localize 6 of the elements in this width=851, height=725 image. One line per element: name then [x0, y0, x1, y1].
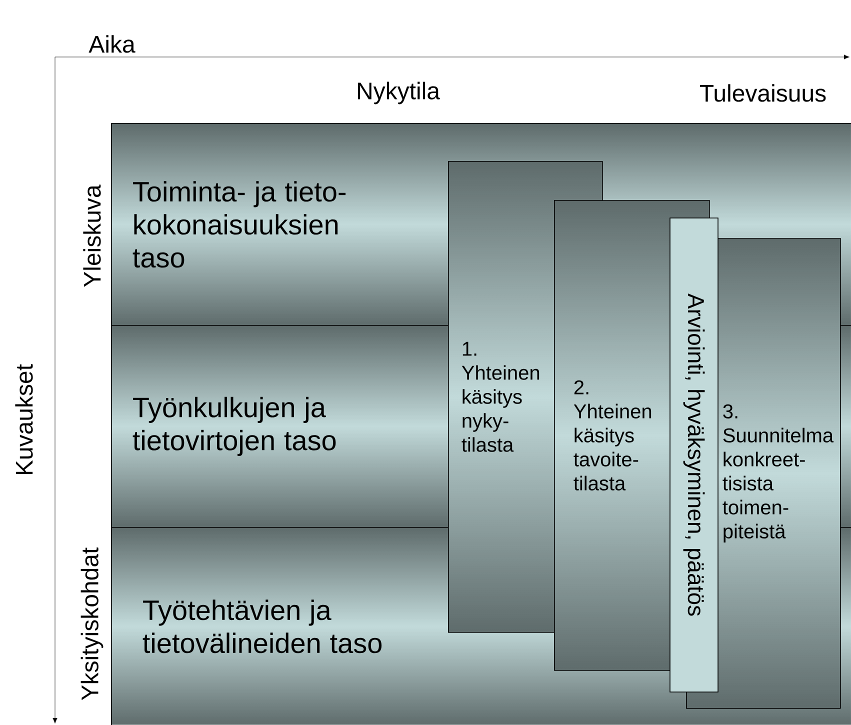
axis-label: Aika	[88, 35, 136, 53]
axis-label: Kuvaukset	[15, 364, 33, 474]
decision-bar: Arviointi, hyväksyminen, päätös	[670, 218, 718, 692]
axis-label: Nykytila	[358, 82, 440, 104]
axis-label: Yksityiskohdat	[80, 548, 104, 700]
axis-label: Yleiskuva	[83, 184, 101, 287]
